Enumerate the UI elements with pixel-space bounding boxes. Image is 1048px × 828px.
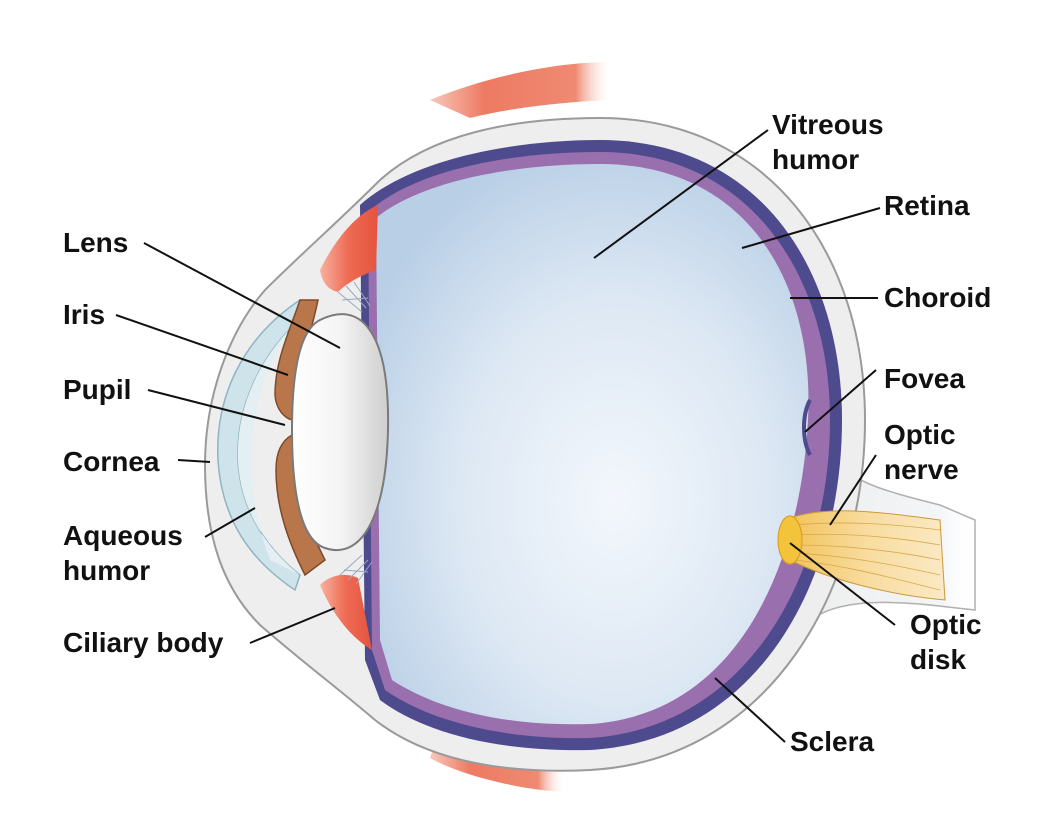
leader-fovea [804, 369, 877, 433]
leader-retina [741, 207, 881, 249]
label-retina: Retina [884, 190, 970, 221]
label-optic-disk-line1: Optic [910, 609, 982, 640]
zonule-fibers [337, 281, 373, 585]
vitreous-humor [376, 164, 809, 725]
leader-optic-disk [789, 542, 896, 626]
label-fovea: Fovea [884, 363, 965, 394]
leader-pupil [147, 389, 286, 426]
aqueous-humor [237, 315, 305, 575]
label-vitreous-humor-line2: humor [772, 144, 860, 175]
ciliary-body-upper [320, 205, 378, 292]
label-pupil: Pupil [63, 374, 132, 405]
optic-nerve-fibers [794, 522, 941, 591]
label-ciliary-body: Ciliary body [63, 627, 224, 658]
label-aqueous-humor-line2: humor [63, 555, 151, 586]
label-vitreous-humor-line1: Vitreous [772, 109, 884, 140]
upper-muscle [430, 62, 612, 118]
optic-nerve [789, 510, 946, 601]
leader-cornea [177, 459, 211, 463]
label-optic-disk-line2: disk [910, 644, 967, 675]
leader-optic-nerve [829, 454, 877, 526]
lens [290, 313, 390, 551]
label-cornea: Cornea [63, 446, 160, 477]
optic-disk [777, 515, 803, 565]
label-aqueous-humor-line1: Aqueous [63, 520, 183, 551]
label-choroid: Choroid [884, 282, 992, 313]
leader-aqueous-humor [204, 507, 256, 538]
label-optic-nerve-line2: nerve [884, 454, 959, 485]
label-optic-nerve-line1: Optic [884, 419, 956, 450]
leader-ciliary-body [249, 607, 336, 644]
leader-lines [115, 129, 896, 743]
label-lens: Lens [63, 227, 129, 258]
ciliary-body-lower [320, 574, 372, 650]
leader-sclera [714, 677, 786, 743]
leader-vitreous-humor [593, 129, 769, 259]
leader-iris [115, 314, 289, 376]
label-iris: Iris [63, 299, 106, 330]
leader-lens [143, 242, 341, 349]
fovea-pit [802, 399, 812, 456]
label-sclera: Sclera [790, 726, 875, 757]
